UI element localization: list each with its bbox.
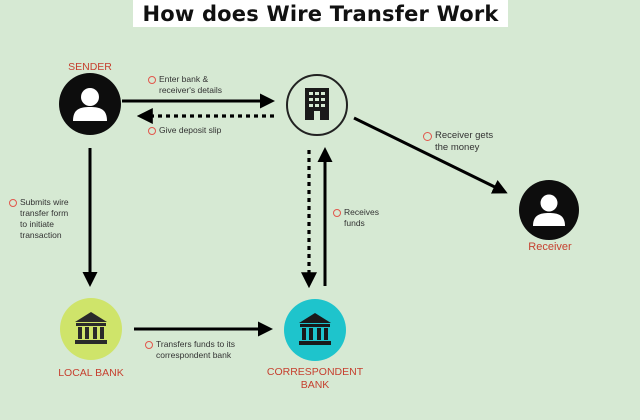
sender-label: SENDER <box>68 61 112 73</box>
step-enter-details: Enter bank & receiver's details <box>148 74 222 96</box>
step-text-line: receiver's details <box>159 85 223 95</box>
step-marker-icon <box>333 209 341 217</box>
step-text-line: Receiver gets <box>435 130 494 141</box>
step-text-line: funds <box>344 218 365 228</box>
step-marker-icon <box>148 127 156 135</box>
correspondent-bank-label-line2: BANK <box>300 379 330 391</box>
step-text-line: transaction <box>20 230 62 240</box>
step-text-line: transfer form <box>20 208 69 218</box>
correspondent-bank-label: CORRESPONDENT BANK <box>255 366 375 392</box>
step-text-line: Submits wire <box>20 197 69 207</box>
step-receives-funds: Receives funds <box>333 207 379 229</box>
step-text-line: Receives <box>344 207 379 217</box>
local-bank-label: LOCAL BANK <box>58 367 124 379</box>
step-text-line: Transfers funds to its <box>156 339 236 349</box>
step-text-line: Enter bank & <box>159 74 209 84</box>
receiver-label: Receiver <box>528 241 572 253</box>
bank-icon <box>75 312 107 344</box>
correspondent-bank-label-line1: CORRESPONDENT <box>266 366 364 378</box>
office-building-icon <box>305 88 329 120</box>
person-icon <box>73 88 107 121</box>
step-text-line: to initiate <box>20 219 55 229</box>
receiver-node <box>519 180 579 240</box>
bank-icon <box>299 313 331 345</box>
title-banner: How does Wire Transfer Work <box>133 0 508 27</box>
office-building-node <box>286 74 348 136</box>
step-transfers-funds: Transfers funds to its correspondent ban… <box>145 339 235 361</box>
local-bank-node <box>60 298 122 360</box>
step-text-line: correspondent bank <box>156 350 232 360</box>
step-give-slip: Give deposit slip <box>148 125 221 136</box>
step-receiver-gets: Receiver gets the money <box>423 130 493 154</box>
arrow-bank-to-receiver <box>353 116 508 194</box>
step-marker-icon <box>9 199 17 207</box>
step-marker-icon <box>148 76 156 84</box>
page-title: How does Wire Transfer Work <box>142 1 499 26</box>
step-submits-form: Submits wire transfer form to initiate t… <box>9 197 69 241</box>
step-marker-icon <box>423 132 432 141</box>
correspondent-bank-node <box>284 299 346 361</box>
sender-node <box>59 73 121 135</box>
step-text-line: the money <box>435 142 480 153</box>
step-text-line: Give deposit slip <box>159 125 222 135</box>
person-icon <box>533 194 565 226</box>
step-marker-icon <box>145 341 153 349</box>
